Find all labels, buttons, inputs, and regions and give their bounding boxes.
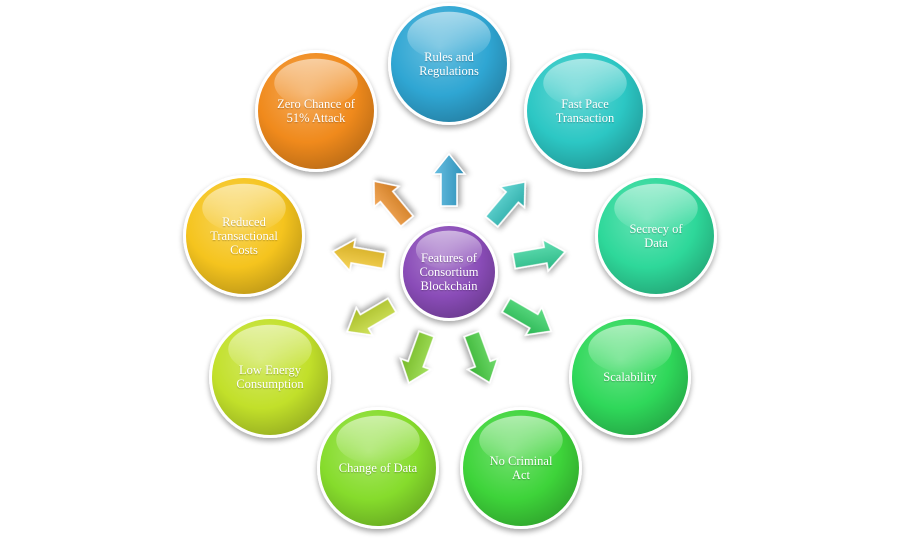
feature-bubble-6 bbox=[317, 407, 439, 529]
arrow-icon-2 bbox=[484, 180, 526, 228]
center-bubble bbox=[400, 223, 498, 321]
arrow-icon-7 bbox=[346, 297, 398, 337]
feature-bubble-5-gloss bbox=[479, 415, 563, 465]
feature-bubble-3 bbox=[595, 175, 717, 297]
feature-bubble-5 bbox=[460, 407, 582, 529]
feature-bubble-3-gloss bbox=[614, 183, 698, 233]
center-bubble-gloss bbox=[415, 230, 483, 270]
feature-bubble-4 bbox=[569, 316, 691, 438]
feature-bubble-1 bbox=[388, 3, 510, 125]
feature-bubble-2-gloss bbox=[543, 58, 627, 108]
feature-bubble-7-gloss bbox=[228, 324, 312, 374]
arrow-icon-9 bbox=[373, 180, 415, 228]
feature-bubble-8 bbox=[183, 175, 305, 297]
feature-bubble-9 bbox=[255, 50, 377, 172]
arrow-icon-6 bbox=[399, 330, 436, 385]
arrow-icon-1 bbox=[431, 152, 467, 207]
feature-bubble-4-gloss bbox=[588, 324, 672, 374]
feature-bubble-6-gloss bbox=[336, 415, 420, 465]
arrow-icon-5 bbox=[463, 330, 499, 384]
feature-bubble-8-gloss bbox=[202, 183, 286, 233]
feature-bubble-9-gloss bbox=[274, 58, 358, 108]
feature-bubble-2 bbox=[524, 50, 646, 172]
feature-bubble-7 bbox=[209, 316, 331, 438]
arrow-icon-3 bbox=[511, 237, 567, 273]
arrow-icon-4 bbox=[501, 297, 553, 337]
arrow-icon-8 bbox=[331, 237, 387, 273]
feature-bubble-1-gloss bbox=[407, 11, 491, 61]
